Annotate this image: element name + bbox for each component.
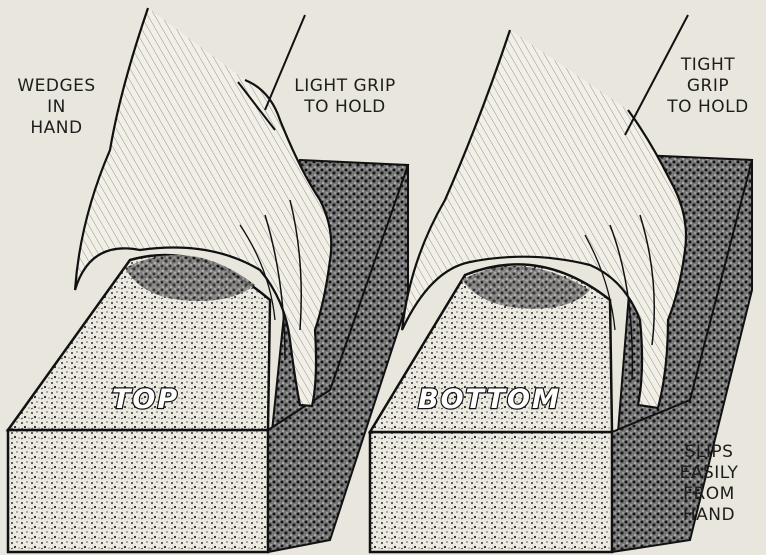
- wedges-in-hand-callout: WEDGES IN HAND: [4, 76, 109, 139]
- slips-easily-callout: SLIPS EASILY FROM HAND: [664, 442, 754, 526]
- bottom-block-label: BOTTOM: [418, 384, 561, 415]
- top-block-label: TOP: [112, 384, 179, 415]
- tight-grip-callout: TIGHT GRIP TO HOLD: [652, 55, 764, 118]
- light-grip-callout: LIGHT GRIP TO HOLD: [280, 76, 410, 118]
